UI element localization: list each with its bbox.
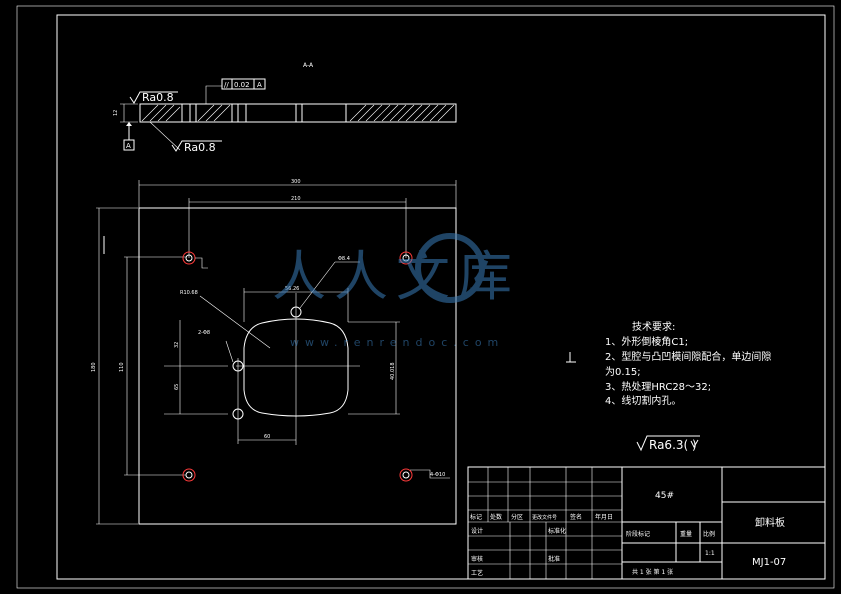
tb-mark: 标记 [470, 513, 482, 521]
cavity-height-dim: 40.018 [390, 363, 396, 381]
tb-change-doc: 更改文件号 [532, 514, 557, 521]
tech-item-1: 1、外形倒棱角C1; [605, 335, 688, 348]
watermark: 人人文库 www.renrendoc.com [272, 233, 520, 349]
tb-scale-label: 比例 [703, 530, 715, 538]
roughness-symbol-bottom: Ra0.8 [149, 121, 222, 154]
general-roughness-text: Ra6.3( ) [649, 438, 697, 452]
tech-item-4: 3、热处理HRC28～32; [605, 380, 711, 393]
tech-item-5: 4、线切割内孔。 [605, 394, 681, 407]
title-block: 标记 处数 分区 更改文件号 签名 年月日 设计 标准化 阶段标记 重量 比例 … [467, 466, 826, 580]
tolerance-symbol: // [224, 81, 229, 89]
pin-holes: 2-Φ8 65 32 60 4-Φ10 [164, 320, 445, 478]
section-outline [139, 103, 457, 123]
section-view: A-A [113, 62, 457, 154]
tb-standard: 标准化 [548, 527, 566, 535]
tb-stage-mark: 阶段标记 [626, 530, 650, 538]
tb-zone: 分区 [511, 513, 523, 521]
outer-border [16, 5, 835, 589]
side-mark [566, 352, 576, 363]
pin-offset-dim: 65 [174, 384, 180, 390]
watermark-url: www.renrendoc.com [290, 336, 504, 349]
tb-process: 工艺 [471, 569, 483, 577]
tb-drawing-no: MJ1-07 [752, 557, 786, 568]
cavity: 40.018 56.26 Φ8.4 R10.68 [180, 256, 400, 445]
tb-part-name: 卸料板 [755, 516, 785, 529]
section-hatch [141, 104, 455, 122]
tb-approve: 批准 [548, 555, 560, 563]
tb-review: 审核 [471, 555, 483, 563]
thickness-dim: 12 [113, 110, 119, 116]
pin-spacing-dim: 32 [174, 342, 180, 348]
corner-radius-dim: R10.68 [180, 290, 198, 296]
tech-requirements: 技术要求: 1、外形倒棱角C1; 2、型腔与凸凹模间隙配合，单边间隙 为0.15… [605, 320, 771, 407]
tech-item-3: 为0.15; [605, 366, 641, 378]
pin-x-dim: 60 [264, 434, 270, 440]
tb-material: 45# [655, 491, 674, 501]
tb-sign: 签名 [570, 513, 582, 521]
width-dim: 300 [291, 179, 301, 185]
tolerance-datum: A [257, 81, 262, 89]
datum-label: A [126, 142, 131, 150]
small-hole-dim: Φ8.4 [338, 256, 350, 262]
cavity-width-dim: 56.26 [285, 286, 299, 292]
tb-weight: 重量 [680, 530, 692, 538]
inner-border [56, 14, 826, 580]
roughness-top-text: Ra0.8 [142, 91, 174, 104]
roughness-bottom-text: Ra0.8 [184, 141, 216, 154]
tb-count: 处数 [490, 513, 502, 521]
height-dim: 180 [91, 362, 97, 372]
tech-title: 技术要求: [632, 320, 675, 333]
section-label: A-A [303, 62, 314, 69]
tb-date: 年月日 [595, 513, 613, 521]
hole-spacing-y-dim: 110 [119, 362, 125, 372]
corner-holes [182, 251, 450, 482]
pin-hole-dim: 2-Φ8 [198, 330, 210, 336]
tech-item-2: 2、型腔与凸凹模间隙配合，单边间隙 [605, 350, 771, 363]
plan-view: 300 210 180 110 [91, 179, 457, 525]
roughness-symbol-top: Ra0.8 [129, 91, 178, 104]
tolerance-value: 0.02 [234, 81, 250, 89]
general-roughness: Ra6.3( ) [636, 435, 700, 452]
datum-marker: A [123, 122, 135, 151]
tb-design: 设计 [471, 527, 483, 535]
plate-outline [138, 207, 457, 525]
watermark-logo-icon [415, 233, 485, 303]
watermark-text: 人人文库 [272, 245, 520, 308]
tb-sheets: 共 1 张 第 1 张 [632, 568, 673, 576]
parallelism-frame: // 0.02 A [205, 78, 266, 104]
hole-spacing-x-dim: 210 [291, 196, 301, 202]
tb-scale: 1:1 [705, 550, 715, 557]
corner-hole-dim: 4-Φ10 [430, 472, 445, 478]
